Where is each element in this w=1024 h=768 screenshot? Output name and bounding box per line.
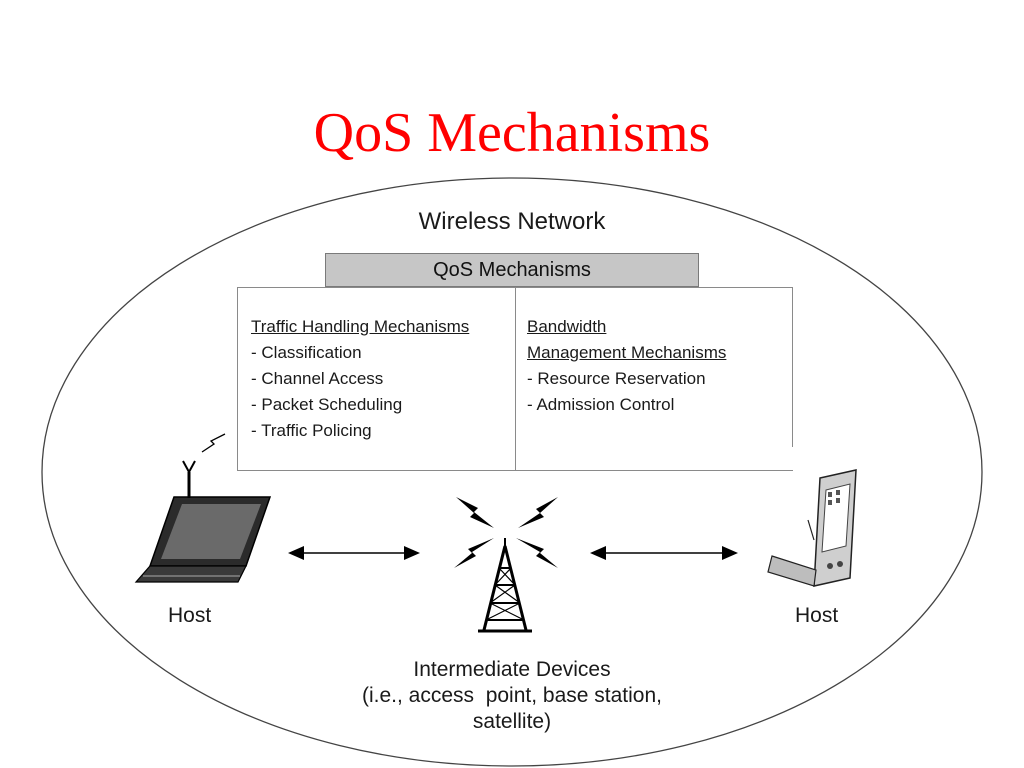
column-divider (515, 287, 516, 471)
double-arrow-icon (590, 546, 738, 560)
network-label: Wireless Network (418, 208, 606, 235)
host-right-label: Host (795, 604, 839, 627)
laptop-icon (134, 496, 272, 583)
list-item: - Admission Control (527, 395, 675, 414)
box-right-edge (792, 287, 793, 447)
antenna-icon (182, 433, 226, 498)
bandwidth-header-line1: Bandwidth (527, 317, 607, 336)
list-item: - Classification (251, 343, 362, 362)
signal-bolt-icon (516, 538, 558, 568)
pda-icon (767, 469, 857, 587)
intermediate-line-1: Intermediate Devices (413, 658, 611, 681)
traffic-handling-header: Traffic Handling Mechanisms (251, 317, 470, 336)
signal-bolt-icon (456, 497, 494, 528)
bandwidth-header-line2: Management Mechanisms (527, 343, 727, 362)
qos-mechanisms-bar: QoS Mechanisms (325, 253, 699, 287)
list-item: - Traffic Policing (251, 421, 372, 440)
network-boundary (41, 177, 983, 767)
intermediate-line-2: (i.e., access point, base station, (362, 684, 662, 707)
list-item: - Resource Reservation (527, 369, 706, 388)
signal-bolt-icon (454, 538, 494, 568)
double-arrow-icon (288, 546, 420, 560)
slide-title: QoS Mechanisms (313, 102, 711, 164)
list-item: - Packet Scheduling (251, 395, 403, 414)
traffic-handling-column: Traffic Handling Mechanisms - Classifica… (251, 314, 469, 444)
list-item: - Channel Access (251, 369, 384, 388)
intermediate-line-3: satellite) (472, 710, 552, 733)
radio-tower-icon (478, 538, 532, 633)
bandwidth-management-column: Bandwidth Management Mechanisms - Resour… (527, 314, 726, 418)
signal-bolt-icon (518, 497, 558, 528)
host-left-label: Host (168, 604, 212, 627)
intermediate-devices-label: Intermediate Devices (i.e., access point… (312, 657, 712, 735)
